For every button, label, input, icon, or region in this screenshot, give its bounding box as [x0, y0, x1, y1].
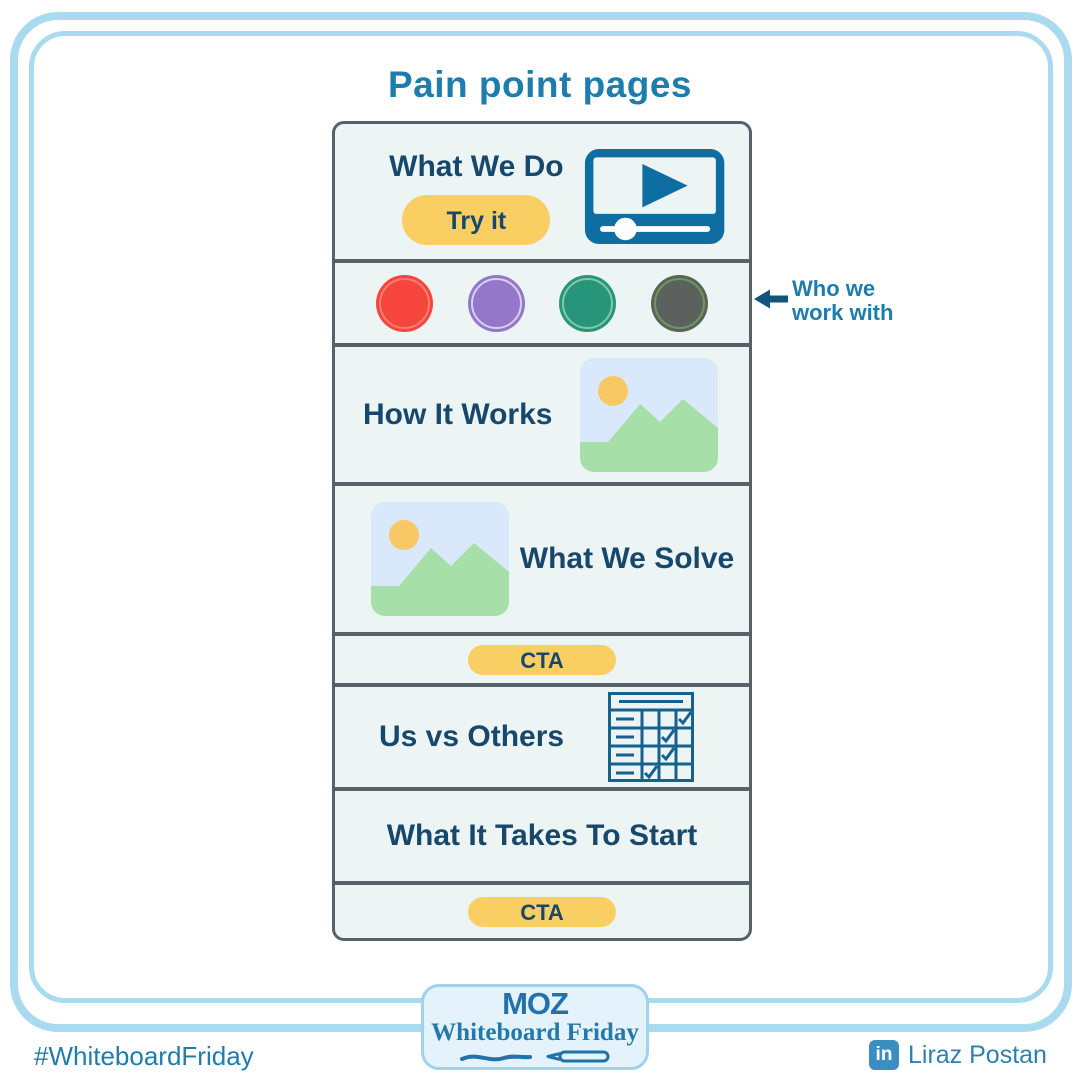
audience-circle-gray — [650, 274, 708, 332]
annotation-who-we-work-with: Who we work with — [754, 277, 897, 325]
section-heading: What We Do — [389, 150, 564, 183]
cta-row-top: CTA — [335, 632, 749, 683]
arrow-left-icon — [754, 289, 788, 309]
page-title: Pain point pages — [387, 64, 693, 105]
section-us-vs-others: Us vs Others — [335, 683, 749, 787]
section-what-we-do: What We Do Try it — [335, 124, 749, 259]
section-what-it-takes-to-start: What It Takes To Start — [335, 787, 749, 881]
cta-button[interactable]: CTA — [468, 896, 616, 927]
image-placeholder-icon — [371, 502, 509, 616]
section-heading: Us vs Others — [379, 720, 565, 753]
annotation-label: Who we work with — [792, 276, 894, 325]
marker-squiggle-icon — [460, 1050, 610, 1063]
section-what-we-solve: What We Solve — [335, 482, 749, 632]
circle-ring — [653, 277, 705, 329]
moz-whiteboard-friday-badge: MOZ Whiteboard Friday — [421, 984, 649, 1070]
linkedin-icon[interactable]: in — [869, 1040, 899, 1070]
section-heading: What We Solve — [519, 542, 735, 575]
section-heading: How It Works — [363, 397, 553, 431]
linkedin-credit[interactable]: in Liraz Postan — [869, 1040, 1047, 1070]
hero-text-block: What We Do Try it — [369, 142, 584, 245]
video-player-icon — [584, 148, 725, 245]
section-heading: What It Takes To Start — [386, 819, 698, 852]
moz-logo: MOZ — [502, 986, 569, 1021]
circle-ring — [562, 277, 614, 329]
hashtag-label: #WhiteboardFriday — [34, 1041, 254, 1071]
try-it-button[interactable]: Try it — [402, 195, 551, 245]
cta-button[interactable]: CTA — [468, 644, 616, 675]
wireframe-card: What We Do Try it How It Works — [332, 121, 752, 941]
audience-circle-purple — [467, 274, 525, 332]
section-who-we-work-with — [335, 259, 749, 343]
circle-ring — [470, 277, 522, 329]
circle-ring — [379, 277, 431, 329]
audience-circle-green — [559, 274, 617, 332]
credit-name[interactable]: Liraz Postan — [908, 1040, 1047, 1069]
badge-subtitle: Whiteboard Friday — [431, 1019, 639, 1046]
comparison-table-icon — [608, 692, 694, 782]
image-placeholder-icon — [580, 357, 718, 472]
section-how-it-works: How It Works — [335, 343, 749, 482]
audience-circle-red — [376, 274, 434, 332]
cta-row-bottom: CTA — [335, 881, 749, 938]
